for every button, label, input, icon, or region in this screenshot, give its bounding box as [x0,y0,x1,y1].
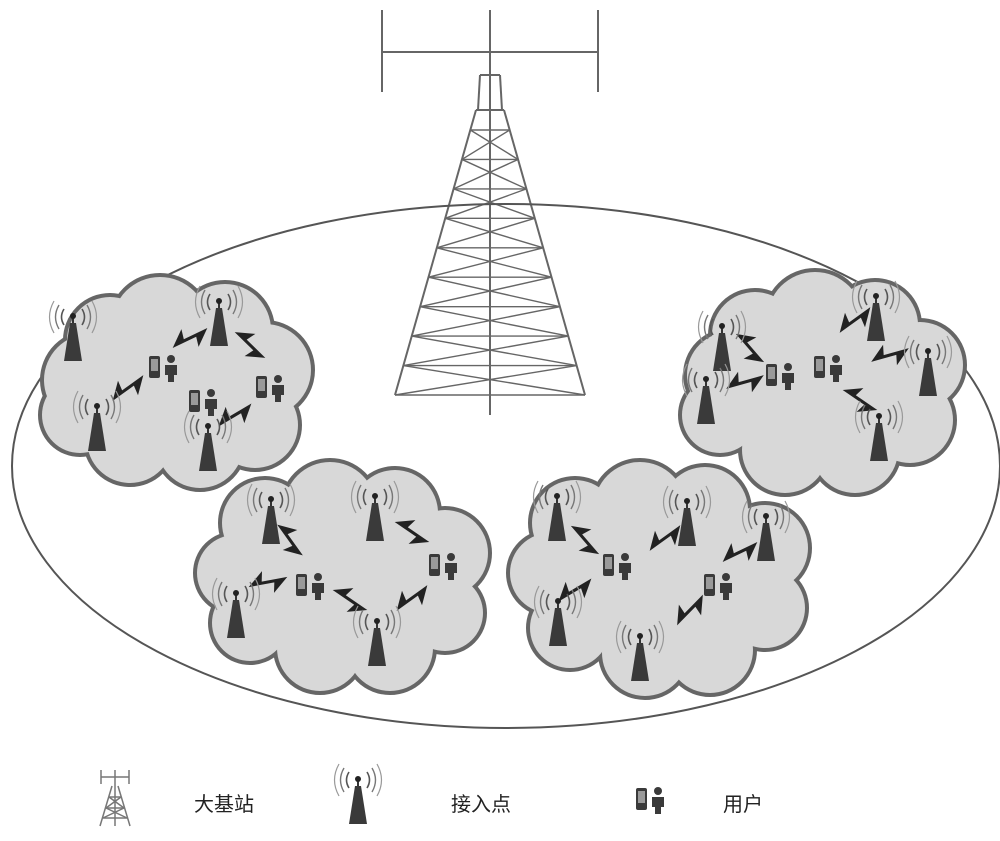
legend: 大基站 接入点 用户 [99,763,763,827]
macro-coverage-ellipse [11,203,1000,729]
legend-tower-icon [99,770,131,827]
legend-label-access-point: 接入点 [451,792,511,816]
tower-icon [381,10,599,415]
cloud-cluster-upper-right [678,268,967,497]
legend-label-user: 用户 [723,792,763,816]
cloud-cluster-lower-left [193,458,492,695]
legend-user-icon [636,787,664,814]
cloud-cluster-upper-left [38,273,315,492]
legend-access-point-icon [333,763,383,825]
legend-label-macro-base-station: 大基站 [194,792,254,816]
cloud-cluster-lower-right [506,458,812,700]
